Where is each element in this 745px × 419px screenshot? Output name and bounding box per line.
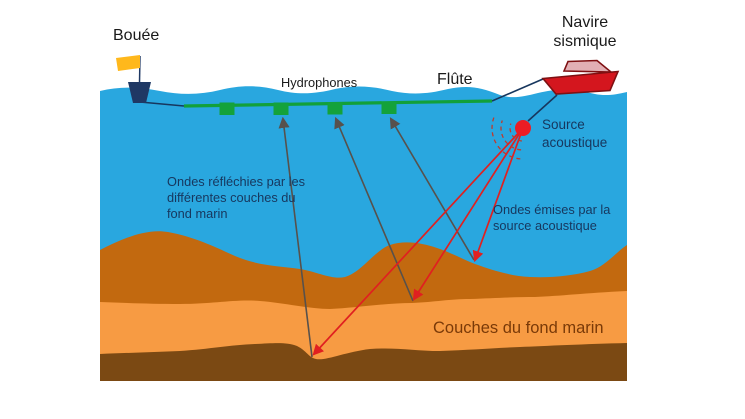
seabed-layer-3 — [100, 343, 627, 381]
reflected-waves-label: Ondes réfléchies par les différentes cou… — [167, 174, 305, 222]
emitted-waves-label-line2: source acoustique — [493, 218, 597, 233]
hydrophone-block-2 — [273, 102, 289, 115]
emitted-waves-label: Ondes émises par la source acoustique — [493, 202, 610, 234]
vessel-label-line1: Navire — [561, 14, 609, 31]
seismic-vessel — [541, 59, 620, 95]
emitted-waves-label-line1: Ondes émises par la — [493, 202, 611, 217]
hydrophone-block-1 — [219, 102, 235, 115]
buoy-label: Bouée — [113, 27, 160, 44]
emitted-ray-3 — [312, 127, 524, 356]
buoy-towline — [139, 101, 185, 107]
reflected-waves-label-line2: différentes couches du — [167, 190, 296, 205]
reflected-ray-3 — [278, 116, 313, 358]
seabed-layers-label: Couches du fond marin — [433, 319, 604, 337]
reflected-waves-label-line3: fond marin — [167, 206, 228, 221]
buoy-flag-icon — [116, 55, 140, 71]
buoy-group — [116, 55, 151, 103]
vessel-label-line2: sismique — [553, 33, 617, 50]
source-towline — [527, 94, 558, 122]
acoustic-source-label-line1: Source — [542, 117, 585, 132]
hydrophones-label: Hydrophones — [281, 75, 358, 90]
vessel-label: Navire sismique — [545, 13, 625, 51]
hydrophone-block-3 — [327, 102, 343, 115]
wavefront-arc-1 — [509, 123, 523, 142]
emitted-ray-1 — [472, 127, 524, 263]
reflected-waves-label-line1: Ondes réfléchies par les — [167, 174, 305, 189]
acoustic-source-label-line2: acoustique — [542, 135, 608, 150]
reflected-ray-2 — [334, 116, 414, 302]
hydrophone-block-4 — [381, 101, 397, 114]
streamer-towline — [491, 78, 544, 102]
vessel-hull — [541, 70, 620, 95]
vessel-cabin — [562, 59, 614, 73]
reflected-ray-1 — [389, 117, 475, 261]
buoy-body — [128, 82, 151, 103]
acoustic-source-dot — [515, 120, 531, 136]
acoustic-source-label: Source acoustique — [542, 116, 607, 152]
streamer-label: Flûte — [437, 71, 473, 88]
emitted-ray-2 — [412, 127, 524, 301]
